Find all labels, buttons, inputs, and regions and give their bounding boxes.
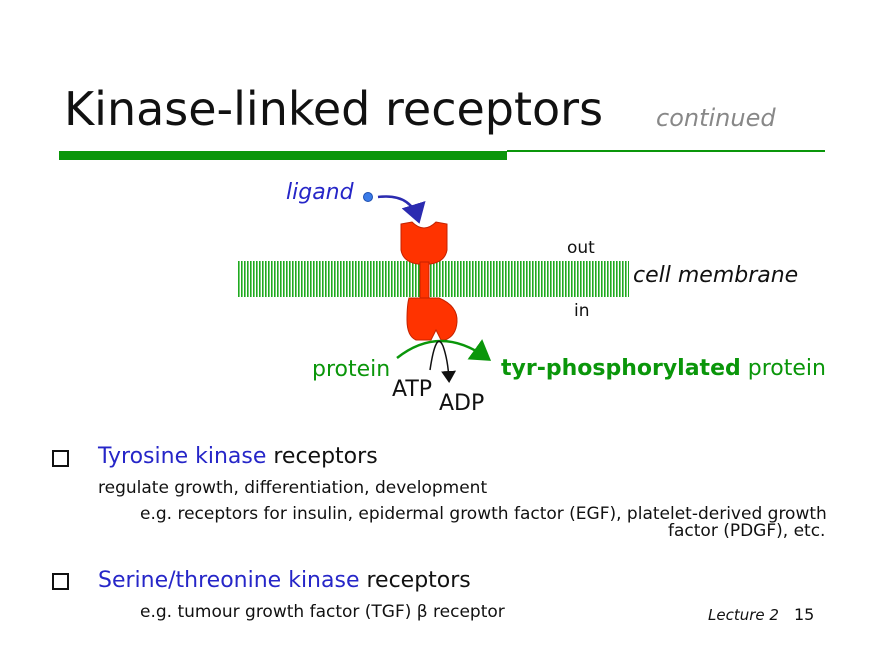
title-underline-thick — [59, 151, 507, 160]
slide-subtitle: continued — [656, 104, 776, 132]
ligand-binding-arrow-icon — [377, 195, 426, 224]
atp-adp-arrow-icon — [429, 340, 457, 383]
ligand-dot-icon — [363, 192, 373, 202]
receptor-icon — [400, 221, 458, 341]
membrane-label: cell membrane — [633, 263, 799, 288]
heading-rest-text: receptors — [359, 568, 471, 593]
phosphorylation-arrow-icon — [396, 339, 492, 361]
heading-blue-text: Serine/threonine kinase — [98, 568, 360, 593]
bullet-heading-tyrosine: Tyrosine kinase receptors — [98, 444, 378, 469]
product-label: tyr-phosphorylated protein — [501, 356, 826, 381]
page-number: 15 — [794, 605, 815, 624]
ligand-label: ligand — [286, 180, 354, 205]
in-label: in — [574, 301, 590, 321]
bullet-example-continued: factor (PDGF), etc. — [668, 521, 826, 541]
title-underline-thin — [507, 150, 825, 152]
heading-rest-text: receptors — [266, 444, 378, 469]
bullet-example: e.g. tumour growth factor (TGF) β recept… — [140, 602, 505, 622]
out-label: out — [567, 238, 595, 258]
protein-label: protein — [312, 357, 391, 382]
adp-label: ADP — [439, 391, 485, 416]
bullet-square-icon — [52, 450, 69, 467]
product-label-rest: protein — [740, 356, 826, 381]
lecture-label: Lecture 2 — [708, 606, 779, 624]
atp-label: ATP — [392, 377, 433, 402]
product-label-bold: tyr-phosphorylated — [501, 356, 741, 381]
bullet-heading-serine: Serine/threonine kinase receptors — [98, 568, 471, 593]
cell-membrane — [238, 261, 629, 297]
heading-blue-text: Tyrosine kinase — [98, 444, 267, 469]
slide-title: Kinase-linked receptors — [64, 82, 604, 136]
bullet-square-icon — [52, 573, 69, 590]
bullet-detail: regulate growth, differentiation, develo… — [98, 478, 488, 498]
bullet-example: e.g. receptors for insulin, epidermal gr… — [140, 504, 827, 524]
